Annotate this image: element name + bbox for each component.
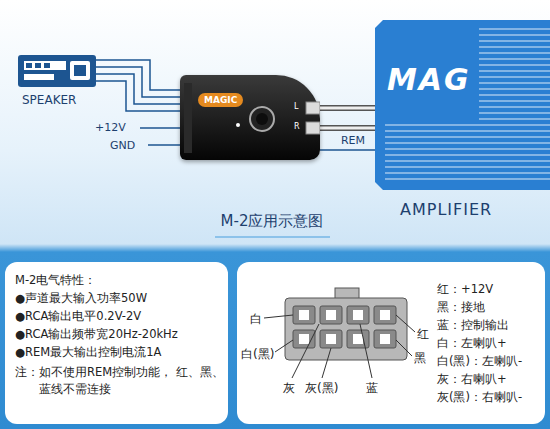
rca-cable [320, 108, 375, 109]
amplifier-brand: MAG [387, 62, 471, 97]
jack-label: L [294, 102, 298, 111]
pin-legend-line: 灰(黑)：右喇叭- [437, 390, 522, 405]
pin-label: 蓝 [366, 380, 378, 397]
panel-heading: M-2电气特性： [15, 272, 96, 289]
pin-label: 白 [250, 311, 262, 328]
head-unit [18, 55, 96, 87]
pin-label: 黑 [414, 350, 426, 367]
amplifier-caption: AMPLIFIER [400, 200, 492, 219]
leader-line [396, 340, 412, 356]
spec-line: 注：如不使用REM控制功能， 红、黑、蓝线不需连接 [15, 364, 229, 398]
leader-line [275, 340, 293, 352]
diagram-title: M-2应用示意图 [221, 212, 324, 231]
rca-cable [320, 128, 375, 129]
pin-label: 红 [417, 326, 429, 343]
pin-legend-line: 灰：右喇叭+ [437, 372, 507, 387]
converter-illustration [180, 75, 320, 160]
amplifier-box: MAG AMPLIFIER [375, 20, 550, 226]
pin-legend-line: 红：+12V [437, 282, 493, 297]
leader-line [396, 315, 415, 332]
pinout-panel: 红：+12V 黑：接地蓝：控制输出白：左喇叭+ 白(黑)：左喇叭- 灰：右喇叭+ 灰(黑… [237, 262, 545, 424]
pin-label: 灰(黑) [305, 380, 338, 397]
pin-label: 灰 [283, 380, 295, 397]
pin-legend-line: 黑：接地 [437, 300, 485, 315]
wire-label: SPEAKER [22, 93, 76, 107]
converter-box: MAGIC L R [180, 75, 320, 160]
control-wire [320, 150, 375, 151]
spec-panel: M-2电气特性：●声道最大输入功率50W●RCA输出电平0.2V-2V●RCA输… [5, 262, 228, 424]
wire-label: GND [110, 139, 135, 152]
amplifier-illustration [375, 20, 550, 190]
leader-line [292, 324, 319, 378]
leader-line [322, 348, 331, 378]
spec-line: ●RCA输出电平0.2V-2V [15, 308, 141, 325]
pin-legend-line: 蓝：控制输出 [437, 318, 509, 333]
leader-line [360, 324, 372, 378]
power-wires [140, 128, 180, 145]
pin-legend-line: 白(黑)：左喇叭- [437, 354, 522, 369]
jack-label: R [294, 122, 300, 131]
pin-label: 白(黑) [241, 346, 274, 363]
spec-line: ●RCA输出频带宽20Hz-20kHz [15, 326, 178, 343]
pin-legend-line: 白：左喇叭+ [437, 336, 507, 351]
spec-line: ●REM最大输出控制电流1A [15, 344, 161, 361]
speaker-wires [96, 60, 180, 111]
edge-label: REM [341, 134, 365, 147]
title-underline [215, 236, 330, 238]
spec-line: ●声道最大输入功率50W [15, 290, 147, 307]
leader-line [264, 315, 293, 318]
wire-label: +12V [95, 121, 126, 134]
brand-logo: MAGIC [198, 93, 243, 107]
